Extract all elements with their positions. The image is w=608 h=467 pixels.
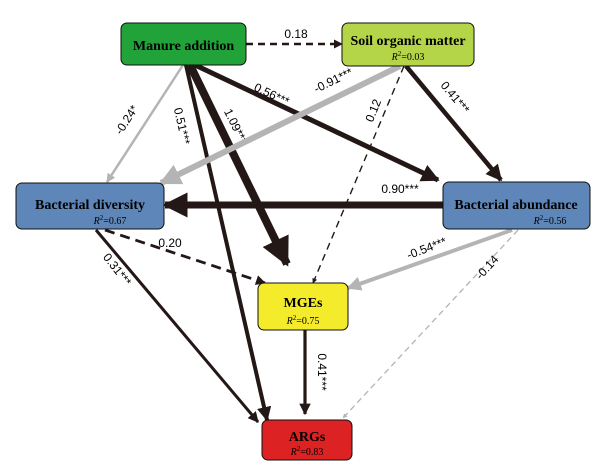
node-bacterial-diversity: Bacterial diversity R2=0.67 — [15, 182, 165, 230]
node-box — [15, 182, 165, 230]
edge-label-som-mges: 0.12 — [362, 97, 384, 124]
edge-label-diversity-mges: 0.20 — [158, 236, 182, 250]
edge-som-mges — [312, 65, 405, 284]
edge-manure-mges — [186, 63, 291, 267]
node-title: MGEs — [284, 296, 323, 311]
node-soil-organic-matter: Soil organic matter R2=0.03 — [341, 22, 475, 67]
edge-abundance-args — [342, 229, 519, 419]
edge-manure-diversity — [105, 64, 185, 183]
edge-som-abundance — [404, 64, 503, 182]
node-bacterial-abundance: Bacterial abundance R2=0.56 — [442, 181, 591, 230]
edge-diversity-mges — [104, 228, 266, 285]
edge-diversity-args — [94, 229, 260, 423]
edge-label-abundance-diversity: 0.90*** — [381, 182, 419, 196]
r2-value: 0.03 — [407, 52, 425, 63]
edge-label-manure-abundance: 0.56*** — [252, 80, 292, 109]
edge-som-diversity — [159, 63, 402, 186]
r2-value: 0.83 — [306, 447, 324, 458]
node-title: ARGs — [289, 430, 326, 445]
node-box — [261, 419, 353, 461]
node-title: Bacterial abundance — [454, 198, 577, 213]
node-box — [341, 22, 475, 67]
node-r2: R2=0.03 — [391, 50, 425, 63]
node-title: Bacterial diversity — [35, 198, 145, 213]
node-box — [442, 181, 591, 230]
edge-manure-abundance — [193, 62, 440, 183]
node-box — [120, 22, 247, 66]
node-args: ARGs R2=0.83 — [261, 419, 353, 461]
node-mges: MGEs R2=0.75 — [257, 282, 349, 331]
edge-label-manure-som: 0.18 — [284, 27, 308, 41]
node-title: Soil organic matter — [350, 34, 465, 49]
edge-label-abundance-mges: -0.54*** — [405, 234, 449, 262]
node-r2: R2=0.75 — [286, 314, 320, 327]
edge-label-manure-diversity: -0.24* — [112, 102, 141, 137]
node-manure-addition: Manure addition — [120, 22, 247, 66]
r2-value: 0.75 — [302, 316, 320, 327]
node-box — [257, 282, 349, 331]
node-r2: R2=0.67 — [93, 214, 127, 227]
edge-manure-args — [184, 64, 272, 422]
node-r2: R2=0.56 — [533, 214, 567, 227]
edge-abundance-mges — [346, 228, 513, 291]
r2-value: 0.56 — [549, 216, 567, 227]
node-r2: R2=0.83 — [290, 445, 324, 458]
edge-label-manure-args: 0.51*** — [171, 106, 193, 146]
node-title: Manure addition — [133, 39, 234, 54]
edge-label-abundance-args: -0.14 — [473, 252, 502, 282]
r2-value: 0.67 — [109, 216, 127, 227]
edge-label-mges-args: 0.41*** — [315, 353, 329, 391]
